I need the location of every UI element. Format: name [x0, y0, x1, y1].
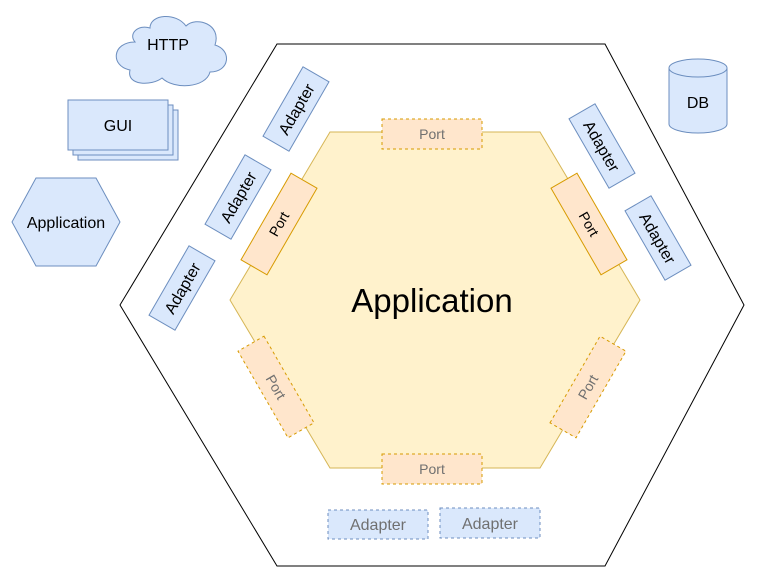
db-label: DB	[687, 95, 709, 112]
port-bottom: Port	[381, 453, 483, 485]
port-lower-left: Port	[237, 335, 315, 439]
port-top-label: Port	[419, 126, 445, 142]
gui-stack: GUI	[67, 99, 179, 161]
application-title: Application	[351, 282, 512, 319]
external-application-label: Application	[27, 215, 105, 232]
adapter-bottom-1-label: Adapter	[350, 517, 407, 534]
db-cylinder: DB	[668, 58, 728, 134]
external-application-hexagon: Application	[11, 177, 121, 267]
port-lower-right: Port	[549, 335, 627, 439]
port-upper-left: Port	[240, 172, 318, 276]
adapter-bottom-1: Adapter	[327, 509, 429, 540]
adapter-bottom-2-label: Adapter	[462, 516, 519, 533]
adapter-bottom-2: Adapter	[439, 507, 541, 539]
port-bottom-label: Port	[419, 461, 445, 477]
port-upper-right: Port	[550, 172, 628, 276]
application-hexagon	[229, 131, 641, 469]
gui-label: GUI	[104, 118, 132, 135]
http-label: HTTP	[147, 37, 189, 54]
http-cloud: HTTP	[115, 16, 227, 87]
port-top: Port	[381, 118, 483, 150]
